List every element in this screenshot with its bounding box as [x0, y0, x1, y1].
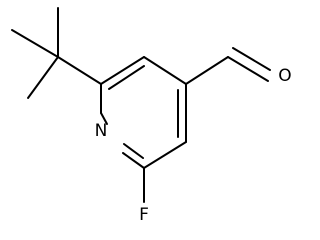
atom-label-oxygen: O: [278, 66, 291, 86]
bond-cho-o-1: [227, 56, 269, 82]
atom-label-fluorine: F: [139, 205, 149, 225]
double-bond-c6-n-inner: [123, 143, 144, 159]
bond-n-c2: [100, 112, 108, 125]
bond-c4-cho: [185, 56, 229, 85]
bond-tbutyl-methyl-down: [27, 56, 59, 99]
bond-c3-c4: [143, 56, 187, 85]
bond-tbutyl-methyl-left: [11, 29, 59, 58]
bond-c5-c6: [143, 141, 187, 169]
bond-c2-c3: [100, 56, 145, 85]
atom-label-nitrogen: N: [95, 121, 108, 141]
bond-c2-tbutyl: [57, 56, 102, 85]
molecule-structure-diagram: N F O: [11, 7, 292, 225]
bond-c6-n: [122, 152, 145, 169]
double-bond-c2-c3-inner: [108, 65, 145, 90]
bond-cho-o-2: [232, 47, 271, 71]
